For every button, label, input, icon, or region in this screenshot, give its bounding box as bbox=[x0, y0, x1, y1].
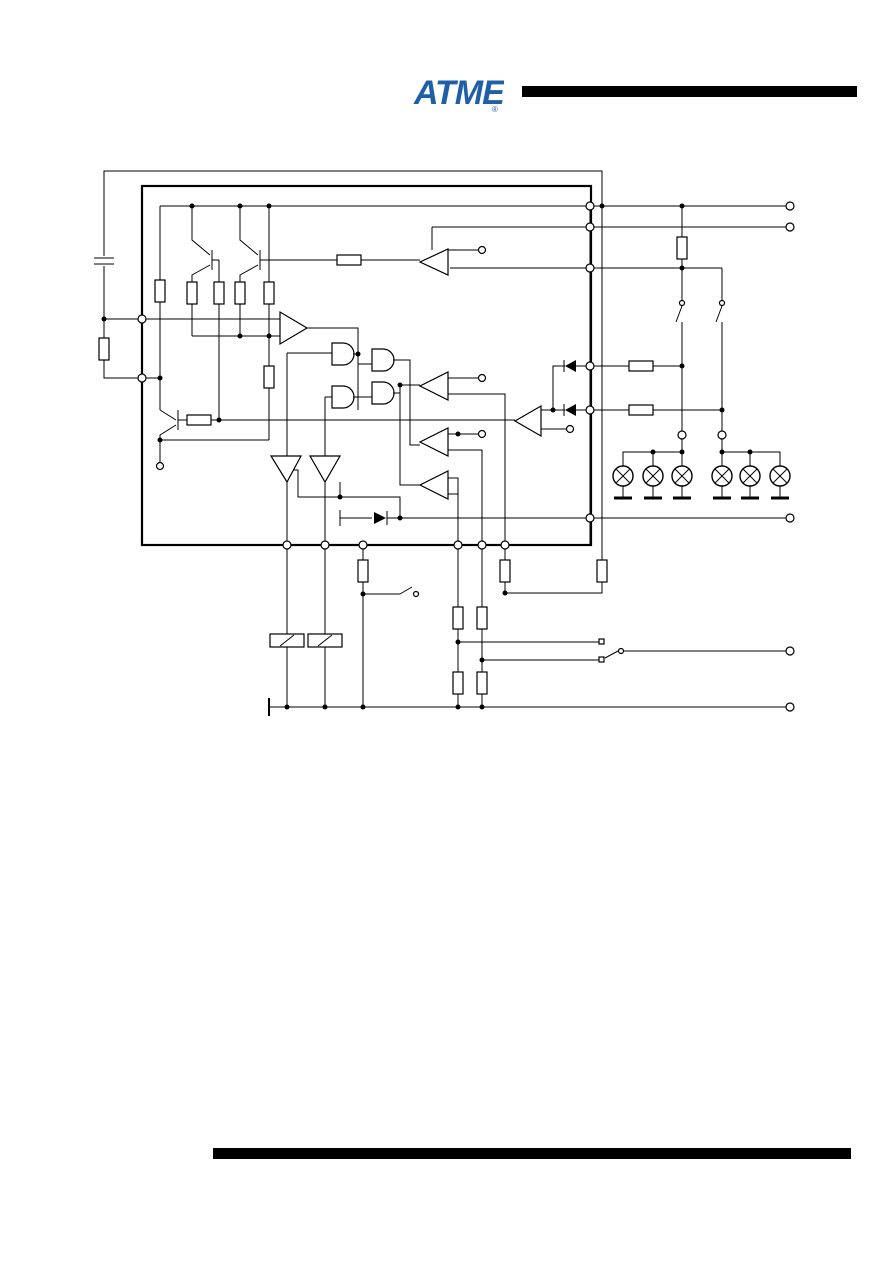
registered-mark: ® bbox=[492, 105, 498, 114]
transistor-stage bbox=[142, 206, 515, 471]
header-rule bbox=[522, 86, 857, 97]
footer-rule bbox=[213, 1148, 851, 1159]
ic-pins bbox=[137, 201, 595, 550]
external-capacitor-network bbox=[94, 170, 603, 379]
lamp-network bbox=[622, 206, 781, 466]
supply-rails bbox=[160, 203, 790, 545]
external-terminals bbox=[785, 201, 795, 712]
lamp-array bbox=[612, 465, 791, 500]
ic-outline bbox=[140, 184, 593, 547]
logic-section bbox=[269, 245, 790, 545]
bottom-network bbox=[268, 206, 786, 716]
